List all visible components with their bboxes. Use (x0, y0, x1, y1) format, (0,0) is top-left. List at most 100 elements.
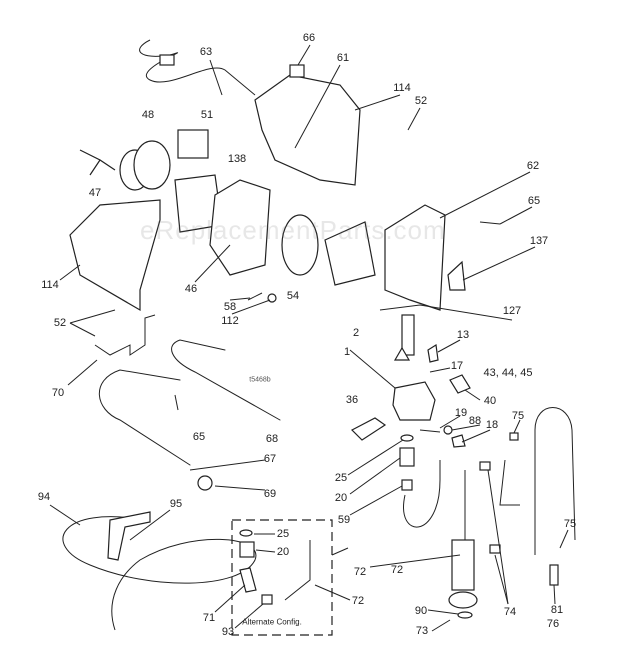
spray-hose-94 (62, 516, 257, 631)
leader-lines (49, 44, 569, 632)
part-callout: 52 (414, 95, 428, 107)
part-callout: 47 (88, 187, 102, 199)
clip-76 (479, 461, 491, 471)
part-callout: 67 (263, 453, 277, 465)
part-callout: 66 (302, 32, 316, 44)
part-callout: 76 (546, 618, 560, 630)
part-callout: 65 (192, 431, 206, 443)
part-callout: 74 (503, 606, 517, 618)
part-callout: 70 (51, 387, 65, 399)
fitting-81 (549, 564, 559, 586)
part-callout: 58 (223, 301, 237, 313)
part-callout: 36 (345, 394, 359, 406)
part-callout: 20 (276, 546, 290, 558)
cart-handle-lower (98, 369, 191, 466)
part-callout: 59 (337, 514, 351, 526)
part-callout: 88 (468, 415, 482, 427)
pin-65 (174, 394, 179, 411)
front-shroud (69, 199, 161, 312)
part-callout: 73 (415, 625, 429, 637)
fan-blade (79, 149, 116, 176)
frame-46 (209, 179, 271, 276)
part-callout: 81 (550, 604, 564, 616)
warning-triangle (393, 346, 411, 361)
part-callout: 17 (450, 360, 464, 372)
part-callout: 68 (265, 433, 279, 445)
return-hose-74 (534, 407, 576, 555)
inset-caption: Alternate Config. (242, 617, 302, 627)
part-callout: 95 (169, 498, 183, 510)
motor-ring (133, 140, 171, 190)
valve-13 (427, 343, 439, 363)
rear-shroud (254, 74, 361, 186)
cart-handle-upper (171, 339, 281, 421)
board-51 (177, 129, 209, 159)
part-66 (289, 64, 305, 78)
part-callout: 127 (502, 305, 522, 317)
pump-rod-2 (401, 314, 415, 356)
part-callout: 72 (390, 564, 404, 576)
part-callout: 43, 44, 45 (483, 367, 533, 379)
part-callout: 90 (414, 605, 428, 617)
drain-tube (403, 460, 441, 528)
part-callout: 114 (393, 82, 411, 94)
spray-gun-95 (107, 511, 151, 561)
part-callout: 19 (454, 407, 468, 419)
part-callout: 1 (343, 346, 351, 358)
clip-76b (489, 544, 501, 554)
fitting-18 (451, 434, 466, 448)
prime-valve-40 (449, 374, 471, 394)
part-callout: 63 (199, 46, 213, 58)
pump-block-1 (392, 381, 436, 421)
part-callout: 72 (351, 595, 365, 607)
washer-90 (457, 611, 473, 619)
strainer-73 (451, 539, 475, 591)
part-callout: 137 (529, 235, 549, 247)
part-callout: 25 (276, 528, 290, 540)
pin-58 (247, 292, 263, 301)
part-callout: 69 (263, 488, 277, 500)
strainer-base (448, 591, 478, 609)
part-callout: 46 (184, 283, 198, 295)
part-callout: 62 (526, 160, 540, 172)
screw-65 (479, 221, 501, 225)
part-callout: 65 (527, 195, 541, 207)
part-callout: 13 (456, 329, 470, 341)
part-callout: 114 (41, 279, 59, 291)
part-callout: 138 (227, 153, 247, 165)
inset-valve (239, 541, 255, 558)
inlet-valve-20 (399, 447, 415, 467)
inset-elbow-71 (239, 567, 257, 593)
part-callout: 2 (352, 327, 360, 339)
clip-75 (509, 432, 519, 441)
bracket-54 (324, 221, 376, 286)
watermark: eReplacementParts.com (140, 215, 446, 245)
part-callout: 51 (200, 109, 214, 121)
cap-69 (197, 475, 213, 491)
part-callout: 93 (221, 626, 235, 638)
inset-tube-72 (284, 540, 311, 601)
part-callout: 94 (37, 491, 51, 503)
part-callout: 25 (334, 472, 348, 484)
part-callout: 72 (353, 566, 367, 578)
part-callout: 75 (511, 410, 525, 422)
inset-clamp-93 (261, 594, 273, 605)
cover-137 (447, 260, 466, 291)
part-callout: 61 (336, 52, 350, 64)
part-callout: 75 (563, 518, 577, 530)
clamp-59 (401, 479, 413, 491)
figure-code: t5468b (249, 376, 271, 384)
alternate-config-box (231, 519, 333, 636)
part-callout: 40 (483, 395, 497, 407)
gear-54 (281, 214, 319, 276)
part-callout: 54 (286, 290, 300, 302)
part-callout: 52 (53, 317, 67, 329)
part-callout: 112 (221, 315, 239, 327)
trigger-36 (350, 417, 387, 441)
inset-oring (239, 529, 253, 537)
pump-cover (384, 204, 446, 311)
drain-hose (499, 459, 520, 506)
handle-rod-70 (94, 314, 156, 356)
